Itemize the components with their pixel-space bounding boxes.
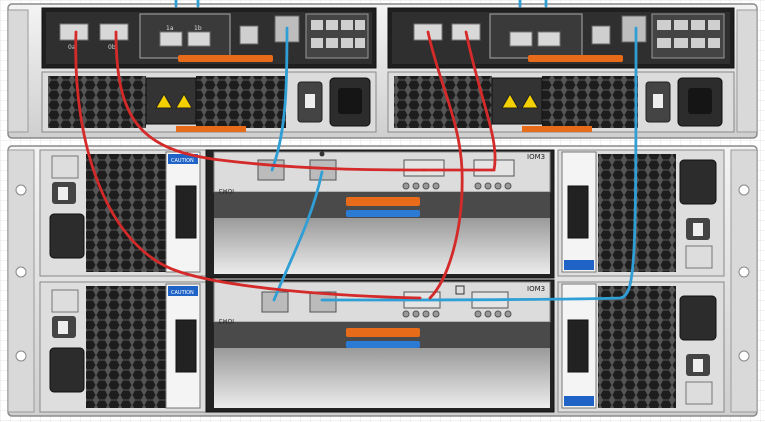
caution-label [168, 286, 198, 296]
caution-text: CAUTION [171, 290, 194, 296]
fan-icon [685, 381, 713, 405]
fan-icon [51, 289, 79, 313]
iom-port[interactable] [309, 291, 337, 313]
psu-handle[interactable] [567, 185, 589, 239]
shelf-psu-right-lower [557, 281, 725, 413]
warning-icon [521, 92, 539, 109]
fan-icon [685, 245, 713, 269]
controller-b-latch[interactable] [528, 55, 623, 62]
ethernet-ports-a [305, 13, 369, 59]
iom-side-label-lower: IOM3 [218, 317, 234, 324]
warning-icon [175, 92, 193, 109]
controller-a-latch[interactable] [178, 55, 273, 62]
sas-cable [114, 30, 426, 172]
iom-sas-port[interactable] [403, 159, 445, 177]
usb-port[interactable] [591, 25, 611, 45]
iom-label-upper: IOM3 [527, 153, 545, 161]
port-1a[interactable] [509, 31, 533, 47]
caution-label [564, 396, 594, 406]
power-switch[interactable] [58, 187, 68, 200]
controller-module-b [387, 7, 735, 69]
power-switch-a[interactable] [305, 94, 315, 108]
caution-label [168, 154, 198, 164]
shelf-psu-left-upper: CAUTION [39, 149, 207, 277]
shelf-psu-right-upper [557, 149, 725, 277]
port-label-1a: 1a [166, 25, 174, 32]
port-1b[interactable] [187, 31, 211, 47]
port-1a[interactable] [159, 31, 183, 47]
iom-port[interactable] [261, 291, 289, 313]
controller-chassis: 0a 0b 1a 1b [7, 3, 758, 139]
controller-psu-a [41, 71, 377, 133]
iom-side-label-upper: IOM3 [218, 187, 234, 194]
port-1b[interactable] [537, 31, 561, 47]
caution-label [564, 260, 594, 270]
psu-a-handle[interactable] [176, 126, 246, 132]
ethernet-ports-b [651, 13, 725, 59]
iom-latch-orange[interactable] [346, 328, 420, 337]
iom-latch-orange[interactable] [346, 197, 420, 206]
sas-cable [464, 30, 497, 172]
mgmt-port-b[interactable] [621, 15, 647, 43]
power-switch[interactable] [693, 359, 703, 372]
sas-port-0a[interactable] [59, 23, 89, 41]
controller-module-a: 0a 0b 1a 1b [41, 7, 377, 69]
sas-cable [74, 30, 422, 300]
iom-latch-blue[interactable] [346, 341, 420, 348]
power-inlet[interactable] [679, 159, 717, 205]
warning-icon [501, 92, 519, 109]
network-icon [319, 151, 325, 157]
power-inlet[interactable] [679, 295, 717, 341]
fan-icon [51, 155, 79, 179]
psu-handle[interactable] [175, 319, 197, 373]
iom-latch-blue[interactable] [346, 210, 420, 217]
port-label-1b: 1b [194, 25, 202, 32]
psu-b-handle[interactable] [522, 126, 592, 132]
power-inlet[interactable] [49, 347, 85, 393]
port-label-0a: 0a [68, 44, 76, 51]
iom-label-lower: IOM3 [527, 285, 545, 293]
cables [74, 0, 638, 302]
acp-cable [270, 26, 289, 172]
power-switch-b[interactable] [653, 94, 663, 108]
power-switch[interactable] [58, 321, 68, 334]
iom-module-lower: IOM3 IOM3 [205, 279, 555, 413]
shelf-psu-left-lower: CAUTION [39, 281, 207, 413]
acp-cable [272, 170, 324, 302]
disk-shelf-chassis: CAUTION CAUTION [7, 145, 758, 417]
controller-psu-b [387, 71, 735, 133]
lock-icon [455, 285, 465, 295]
psu-handle[interactable] [175, 185, 197, 239]
warning-icon [155, 92, 173, 109]
port-label-0b: 0b [108, 44, 116, 51]
psu-handle[interactable] [567, 319, 589, 373]
iom-module-upper: IOM3 IOM3 [205, 149, 555, 279]
power-switch[interactable] [693, 223, 703, 236]
sas-port-0b[interactable] [99, 23, 129, 41]
acp-cable [320, 26, 638, 302]
caution-text: CAUTION [171, 158, 194, 164]
usb-port[interactable] [239, 25, 259, 45]
power-inlet[interactable] [49, 213, 85, 259]
